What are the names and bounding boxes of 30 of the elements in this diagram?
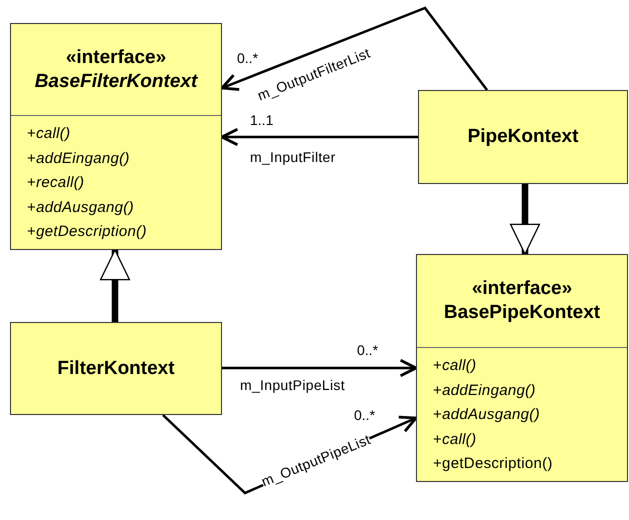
association-arrow [222, 358, 418, 378]
association-arrow [220, 6, 488, 91]
association-arrow [220, 128, 418, 146]
edge-label: m_InputFilter [250, 149, 336, 165]
class-box [418, 90, 628, 184]
operation-text: +call() [433, 430, 478, 450]
operation-text: +call() [27, 124, 72, 144]
multiplicity-label: 0..* [354, 407, 376, 423]
operation-text: +getDescription() [433, 454, 554, 474]
class-name: BaseFilterKontext [34, 70, 198, 94]
operation-text: +addEingang() [27, 148, 131, 168]
operation-text: +addEingang() [433, 380, 537, 400]
generalization-arrow [100, 249, 130, 322]
operation-text: +call() [433, 356, 478, 376]
class-name: PipeKontext [468, 125, 578, 149]
operation-text: +addAusgang() [433, 405, 541, 425]
operation-text: +recall() [27, 173, 86, 193]
class-box [10, 322, 222, 415]
operation-text: +getDescription() [27, 222, 148, 242]
stereotype-label: «interface» [66, 46, 166, 70]
class-name: BasePipeKontext [444, 301, 600, 325]
stereotype-label: «interface» [472, 277, 572, 301]
class-box [10, 23, 222, 250]
class-box [416, 254, 628, 482]
multiplicity-label: 1..1 [250, 112, 274, 128]
class-name: FilterKontext [57, 356, 175, 380]
multiplicity-label: 0..* [357, 342, 378, 358]
generalization-arrow [510, 184, 540, 255]
edge-label: m_InputPipeList [240, 377, 345, 393]
operation-text: +addAusgang() [27, 198, 135, 218]
